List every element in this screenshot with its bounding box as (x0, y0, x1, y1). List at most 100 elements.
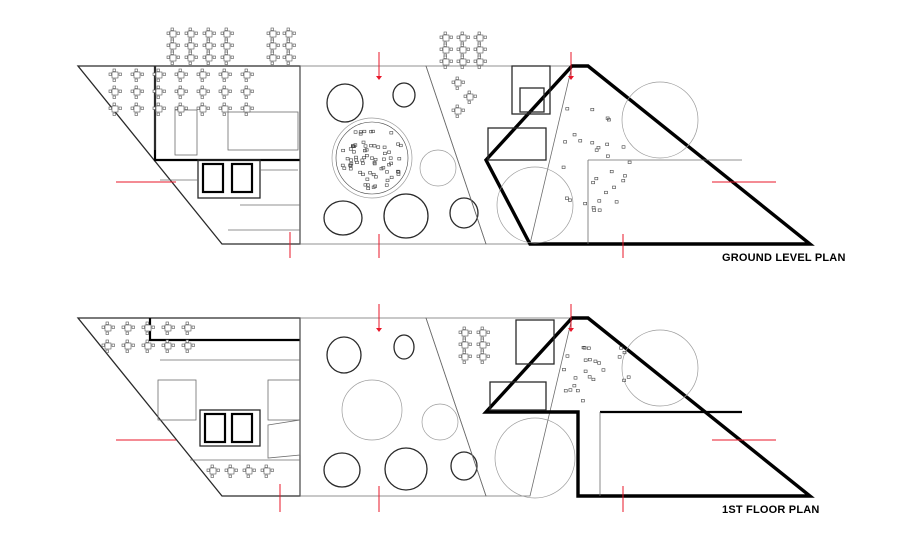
chair-icon (486, 342, 490, 346)
chair-icon (468, 342, 472, 346)
chair-icon (224, 51, 228, 55)
chair-icon (161, 343, 165, 347)
chair-icon (224, 39, 228, 43)
plant-mark (363, 144, 368, 148)
table-icon (155, 105, 163, 113)
chair-icon (480, 350, 484, 354)
plant-mark (361, 161, 365, 165)
table-icon (187, 42, 195, 50)
plant-mark (561, 165, 566, 169)
chair-icon (443, 43, 447, 47)
plant-mark (363, 183, 368, 187)
plant-mark (342, 166, 347, 170)
chair-icon (200, 102, 204, 106)
chair-icon (477, 65, 481, 69)
plant-mark (590, 141, 595, 145)
chair-icon (105, 321, 109, 325)
table-icon (459, 46, 467, 54)
table-icon (454, 107, 462, 115)
chair-icon (131, 343, 135, 347)
chair-icon (184, 72, 188, 76)
chair-icon (244, 85, 248, 89)
plant-mark (385, 178, 390, 182)
chair-icon (178, 102, 182, 106)
table-icon (155, 71, 163, 79)
chair-icon (105, 331, 109, 335)
plant-mark (365, 154, 369, 158)
chair-icon (292, 55, 296, 59)
table-icon (466, 93, 474, 101)
chair-icon (156, 112, 160, 116)
chair-icon (228, 464, 232, 468)
plant-mark (597, 208, 602, 212)
chair-icon (266, 43, 270, 47)
plant-mark (601, 368, 606, 372)
chair-icon (200, 78, 204, 82)
plant-mark (563, 140, 567, 144)
chair-icon (230, 31, 234, 35)
chair-icon (244, 102, 248, 106)
table-icon (243, 71, 251, 79)
plant-mark (374, 175, 378, 179)
plant-mark (384, 183, 389, 187)
chair-icon (244, 95, 248, 99)
chair-icon (228, 72, 232, 76)
plant-mark (396, 142, 400, 146)
chair-icon (224, 27, 228, 31)
chair-icon (458, 330, 462, 334)
table-icon (459, 58, 467, 66)
chair-icon (170, 51, 174, 55)
chair-icon (152, 72, 156, 76)
chair-icon (477, 55, 481, 59)
first-floor-plan-drawing (76, 316, 815, 499)
chair-icon (165, 339, 169, 343)
chair-icon (185, 339, 189, 343)
chair-icon (181, 343, 185, 347)
plant-mark (604, 190, 608, 195)
chair-icon (250, 72, 254, 76)
plant-mark (621, 145, 626, 149)
chair-icon (145, 339, 149, 343)
chair-icon (282, 31, 286, 35)
chair-icon (264, 474, 268, 478)
plant-mark (341, 148, 345, 153)
chair-icon (292, 31, 296, 35)
table-icon (169, 54, 177, 62)
chair-icon (286, 39, 290, 43)
plant-mark (621, 179, 626, 183)
chair-icon (178, 112, 182, 116)
chair-icon (483, 35, 487, 39)
plant-mark (348, 147, 353, 151)
table-icon (476, 58, 484, 66)
chair-icon (222, 102, 226, 106)
chair-icon (196, 106, 200, 110)
chair-icon (463, 94, 467, 98)
chair-icon (140, 106, 144, 110)
plant-mark (606, 154, 610, 158)
chair-icon (206, 89, 210, 93)
plant-mark (575, 389, 580, 393)
table-icon (111, 105, 119, 113)
chair-icon (178, 68, 182, 72)
chair-icon (228, 474, 232, 478)
chair-icon (460, 43, 464, 47)
chair-icon (246, 474, 250, 478)
table-icon (205, 30, 213, 38)
plant-mark (622, 378, 626, 382)
chair-icon (466, 35, 470, 39)
table-icon (221, 71, 229, 79)
chair-icon (134, 102, 138, 106)
plant-mark (590, 107, 595, 112)
chair-icon (130, 72, 134, 76)
plant-mark (593, 359, 598, 363)
table-icon (111, 88, 119, 96)
table-icon (227, 467, 235, 475)
plant-mark (565, 107, 570, 111)
plant-mark (612, 185, 616, 189)
chair-icon (105, 349, 109, 353)
chair-icon (130, 106, 134, 110)
chair-icon (145, 331, 149, 335)
table-icon (164, 324, 172, 332)
chair-icon (178, 78, 182, 82)
chair-icon (461, 108, 465, 112)
